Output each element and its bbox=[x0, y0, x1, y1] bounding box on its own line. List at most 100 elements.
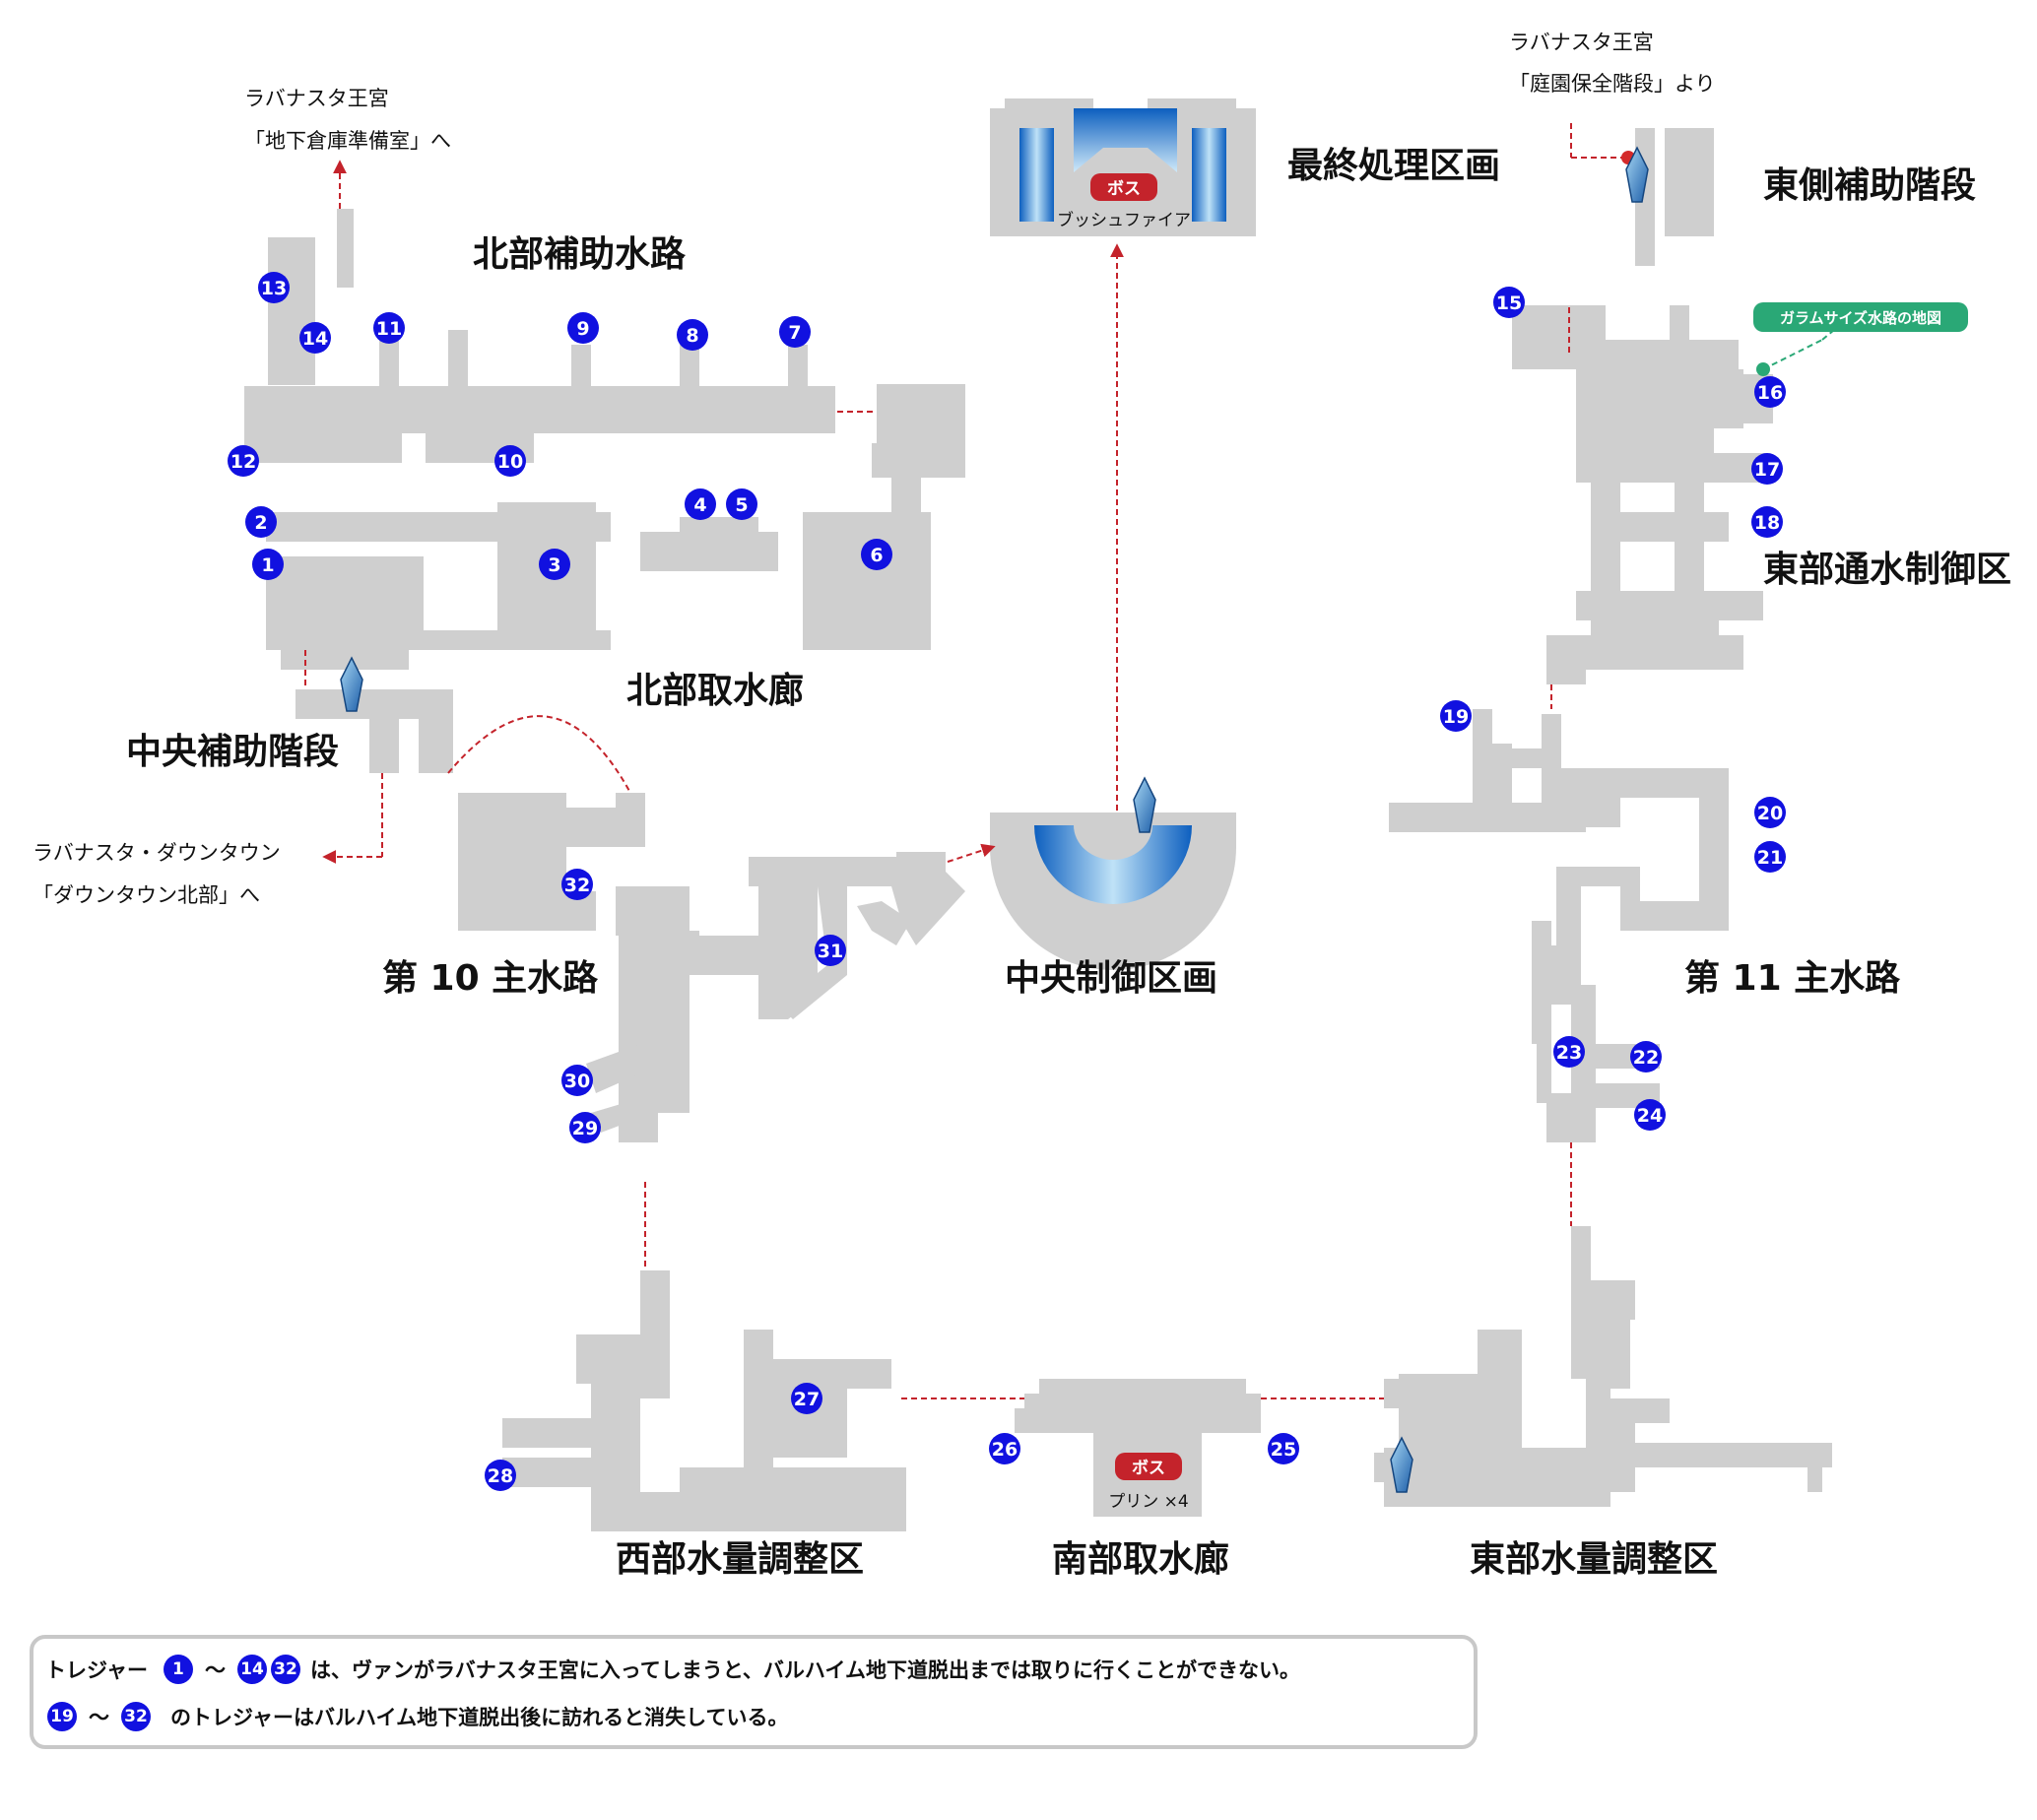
treasure-number: 11 bbox=[376, 318, 402, 340]
treasure-marker-24: 24 bbox=[1634, 1099, 1666, 1131]
exit-downtown-2: 「ダウンタウン北部」へ bbox=[33, 883, 260, 907]
area-main-waterway-11: 第 11 主水路 bbox=[1684, 958, 1901, 999]
treasure-number: 29 bbox=[572, 1118, 598, 1139]
treasure-number: 1 bbox=[261, 554, 274, 576]
treasure-marker-icon bbox=[1634, 1099, 1666, 1131]
treasure-marker-16: 16 bbox=[1754, 376, 1786, 408]
treasure-number: 12 bbox=[230, 451, 256, 473]
area-east-water-adjust: 東部水量調整区 bbox=[1470, 1539, 1718, 1580]
legend-text: は、ヴァンがラバナスタ王宮に入ってしまうと、バルハイム地下道脱出までは取りに行く… bbox=[309, 1658, 1301, 1682]
svg-text:ガラムサイズ水路の地図: ガラムサイズ水路の地図 bbox=[1780, 309, 1941, 327]
treasure-marker-icon bbox=[779, 316, 811, 348]
treasure-marker-icon bbox=[1754, 841, 1786, 873]
treasure-number: 32 bbox=[564, 875, 590, 896]
treasure-marker-icon: 1 bbox=[163, 1655, 193, 1684]
treasure-marker-icon bbox=[539, 549, 570, 580]
treasure-number: 30 bbox=[564, 1071, 590, 1092]
treasure-marker-1: 1 bbox=[252, 549, 284, 580]
exit-palace-garden-2: 「庭園保全階段」より bbox=[1509, 72, 1716, 96]
map-item-dot bbox=[1756, 362, 1770, 376]
treasure-marker-icon bbox=[815, 935, 846, 966]
boss-badge: ボス bbox=[1107, 179, 1141, 199]
treasure-marker-29: 29 bbox=[569, 1112, 601, 1143]
treasure-marker-9: 9 bbox=[567, 312, 599, 344]
treasure-number: 6 bbox=[870, 545, 883, 566]
connectors bbox=[304, 123, 1841, 1399]
legend-line-2: 19 ～ 32 のトレジャーはバルハイム地下道脱出後に訪れると消失している。 bbox=[45, 1702, 788, 1731]
treasure-marker-icon bbox=[569, 1112, 601, 1143]
treasure-marker-2: 2 bbox=[245, 506, 277, 538]
save-crystals bbox=[340, 146, 1649, 1493]
treasure-marker-14: 14 bbox=[299, 322, 331, 354]
legend-prefix: トレジャー bbox=[45, 1658, 148, 1682]
save-crystal-icon bbox=[340, 656, 363, 712]
treasure-marker-icon bbox=[567, 312, 599, 344]
treasure-marker-7: 7 bbox=[779, 316, 811, 348]
area-north-intake: 北部取水廊 bbox=[626, 671, 804, 711]
treasure-marker-20: 20 bbox=[1754, 797, 1786, 828]
treasure-number: 21 bbox=[1757, 847, 1783, 869]
treasure-number: 10 bbox=[497, 451, 523, 473]
treasure-marker-icon bbox=[1754, 376, 1786, 408]
treasure-marker-10: 10 bbox=[494, 445, 526, 477]
treasure-marker-15: 15 bbox=[1493, 287, 1525, 318]
treasure-marker-icon bbox=[258, 272, 290, 303]
treasure-number: 5 bbox=[735, 494, 748, 516]
treasure-marker-22: 22 bbox=[1630, 1041, 1662, 1072]
treasure-marker-11: 11 bbox=[373, 312, 405, 344]
area-central-control: 中央制御区画 bbox=[1005, 958, 1217, 999]
treasure-marker-13: 13 bbox=[258, 272, 290, 303]
treasure-number: 15 bbox=[1496, 292, 1522, 314]
treasure-marker-icon bbox=[1440, 700, 1472, 732]
treasure-marker-3: 3 bbox=[539, 549, 570, 580]
legend-text: のトレジャーはバルハイム地下道脱出後に訪れると消失している。 bbox=[170, 1706, 789, 1729]
treasure-marker-icon bbox=[494, 445, 526, 477]
treasure-marker-icon bbox=[245, 506, 277, 538]
legend-line-1: トレジャー 1 ～ 14 32 は、ヴァンがラバナスタ王宮に入ってしまうと、バル… bbox=[45, 1655, 1300, 1684]
treasure-marker-5: 5 bbox=[726, 488, 757, 520]
area-west-water-adjust: 西部水量調整区 bbox=[616, 1539, 864, 1580]
area-central-aux-stairs: 中央補助階段 bbox=[126, 732, 339, 772]
treasure-marker-icon bbox=[561, 1065, 593, 1096]
area-east-flow-control: 東部通水制御区 bbox=[1763, 550, 2011, 590]
boss-name: ブッシュファイア bbox=[1057, 210, 1191, 230]
boss-final: ボス ブッシュファイア bbox=[1057, 173, 1191, 230]
treasure-number: 24 bbox=[1637, 1105, 1663, 1127]
treasure-marker-icon bbox=[1630, 1041, 1662, 1072]
treasure-marker-icon bbox=[1754, 797, 1786, 828]
treasure-marker-30: 30 bbox=[561, 1065, 593, 1096]
treasure-marker-25: 25 bbox=[1268, 1433, 1299, 1464]
legend-tilde: ～ bbox=[204, 1658, 226, 1682]
treasure-marker-icon bbox=[252, 549, 284, 580]
treasure-number: 3 bbox=[548, 554, 560, 576]
treasure-marker-icon bbox=[1751, 453, 1783, 485]
treasure-marker-icon bbox=[561, 869, 593, 900]
treasure-number: 22 bbox=[1633, 1047, 1659, 1069]
treasure-marker-icon bbox=[677, 319, 708, 351]
treasure-number: 19 bbox=[1443, 706, 1469, 728]
treasure-marker-4: 4 bbox=[685, 488, 716, 520]
treasure-marker-icon bbox=[485, 1460, 516, 1491]
exit-palace-basement-2: 「地下倉庫準備室」へ bbox=[244, 129, 451, 153]
treasure-number: 23 bbox=[1556, 1042, 1582, 1064]
save-crystal-icon bbox=[1133, 776, 1156, 833]
water-features bbox=[1019, 108, 1226, 904]
boss-name: プリン ×4 bbox=[1108, 1492, 1188, 1512]
treasure-number: 13 bbox=[261, 278, 287, 299]
treasure-number: 4 bbox=[693, 494, 706, 516]
exit-palace-basement-1: ラバナスタ王宮 bbox=[244, 87, 389, 110]
exit-downtown-1: ラバナスタ・ダウンタウン bbox=[33, 841, 281, 865]
legend-tilde: ～ bbox=[89, 1706, 109, 1729]
treasure-marker-12: 12 bbox=[228, 445, 259, 477]
treasure-marker-31: 31 bbox=[815, 935, 846, 966]
treasure-marker-icon bbox=[861, 539, 892, 570]
area-final-processing: 最終処理区画 bbox=[1287, 146, 1500, 186]
treasure-number: 2 bbox=[254, 512, 267, 534]
treasure-marker-icon bbox=[726, 488, 757, 520]
treasure-number: 18 bbox=[1754, 512, 1780, 534]
treasure-number: 7 bbox=[788, 322, 801, 344]
treasure-marker-icon bbox=[299, 322, 331, 354]
treasure-number: 25 bbox=[1271, 1439, 1296, 1461]
treasure-marker-26: 26 bbox=[989, 1433, 1020, 1464]
